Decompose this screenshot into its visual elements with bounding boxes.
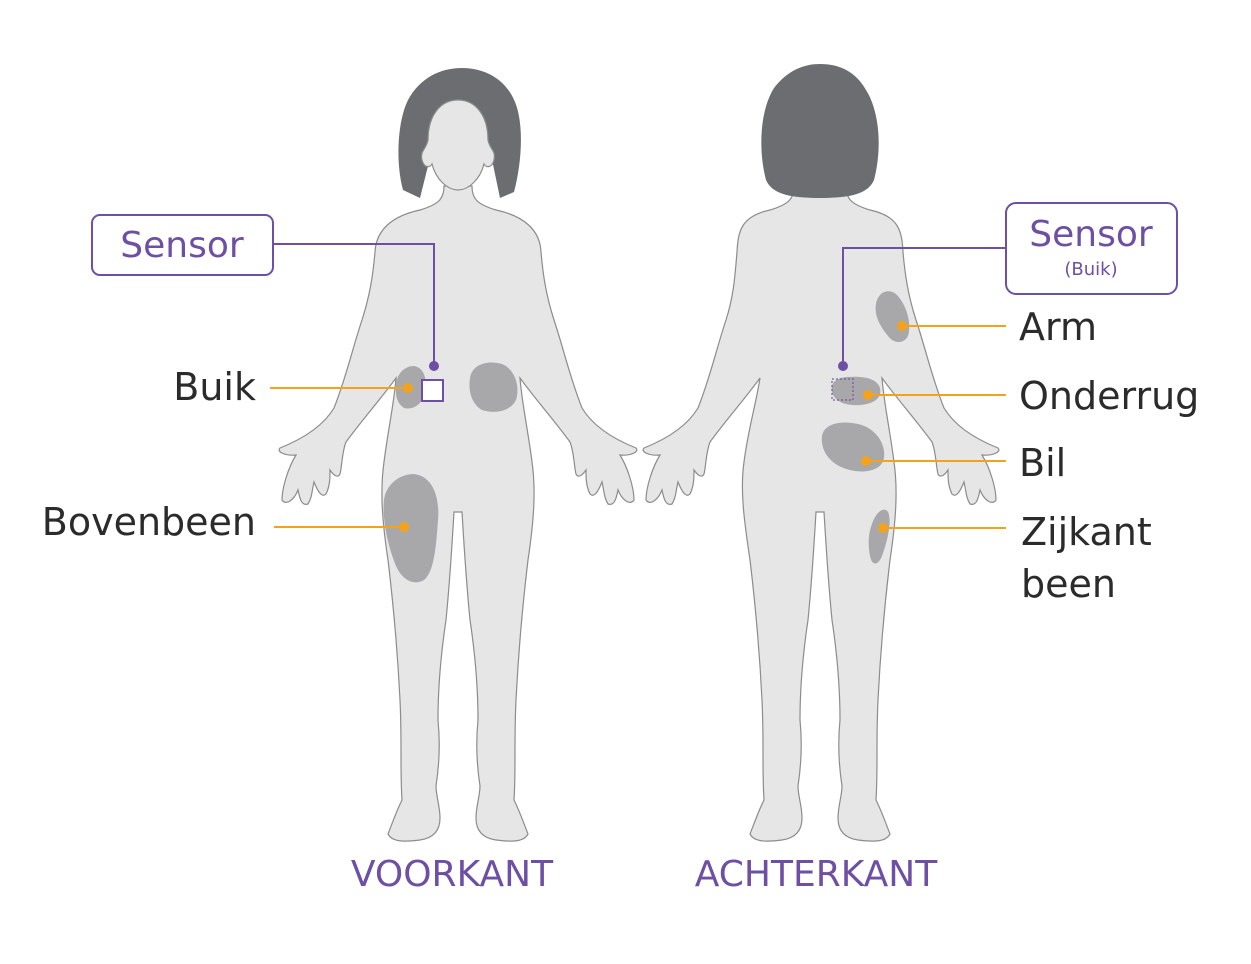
back-sensor-callout-box xyxy=(1005,202,1178,295)
back-arm-leader-dot xyxy=(897,321,907,331)
back-label-buttock: Bil xyxy=(1019,441,1066,485)
back-figure xyxy=(642,64,1006,842)
front-face xyxy=(421,99,495,191)
front-sensor-callout-title: Sensor xyxy=(120,225,244,266)
view-label-back: ACHTERKANT xyxy=(695,854,938,895)
front-sensor-square xyxy=(421,379,444,402)
front-thigh-site xyxy=(383,474,439,583)
back-sensor-connector xyxy=(842,247,1006,366)
back-body xyxy=(642,185,1000,842)
front-label-thigh: Bovenbeen xyxy=(42,500,256,544)
back-label-lower-back: Onderrug xyxy=(1019,374,1199,418)
back-sensor-dashed-square xyxy=(831,378,854,401)
back-label-side-leg-line1: Zijkant xyxy=(1021,510,1152,554)
view-label-front: VOORKANT xyxy=(351,854,554,895)
back-lower-back-site xyxy=(831,376,881,406)
front-figure xyxy=(270,68,638,842)
front-body xyxy=(278,185,638,842)
back-sensor-callout-title: Sensor xyxy=(1029,214,1153,255)
front-label-abdomen: Buik xyxy=(173,365,256,409)
front-sensor-connector xyxy=(274,243,435,366)
back-lower-back-leader-dot xyxy=(863,390,873,400)
back-sensor-callout-subtitle: (Buik) xyxy=(1064,259,1117,280)
back-buttock-leader-dot xyxy=(861,456,871,466)
front-abdomen-site-right xyxy=(469,362,518,412)
back-side-leg-site xyxy=(868,509,890,564)
front-thigh-leader-dot xyxy=(399,522,409,532)
front-sensor-callout: Sensor xyxy=(91,214,274,276)
front-sensor-callout-box xyxy=(91,214,274,276)
back-hair xyxy=(761,64,879,198)
back-side-leg-leader-dot xyxy=(878,523,888,533)
back-sensor-callout: Sensor (Buik) xyxy=(1005,202,1178,295)
front-abdomen-leader-dot xyxy=(403,383,413,393)
back-label-arm: Arm xyxy=(1019,305,1097,349)
back-label-side-leg-line2: been xyxy=(1021,562,1116,606)
